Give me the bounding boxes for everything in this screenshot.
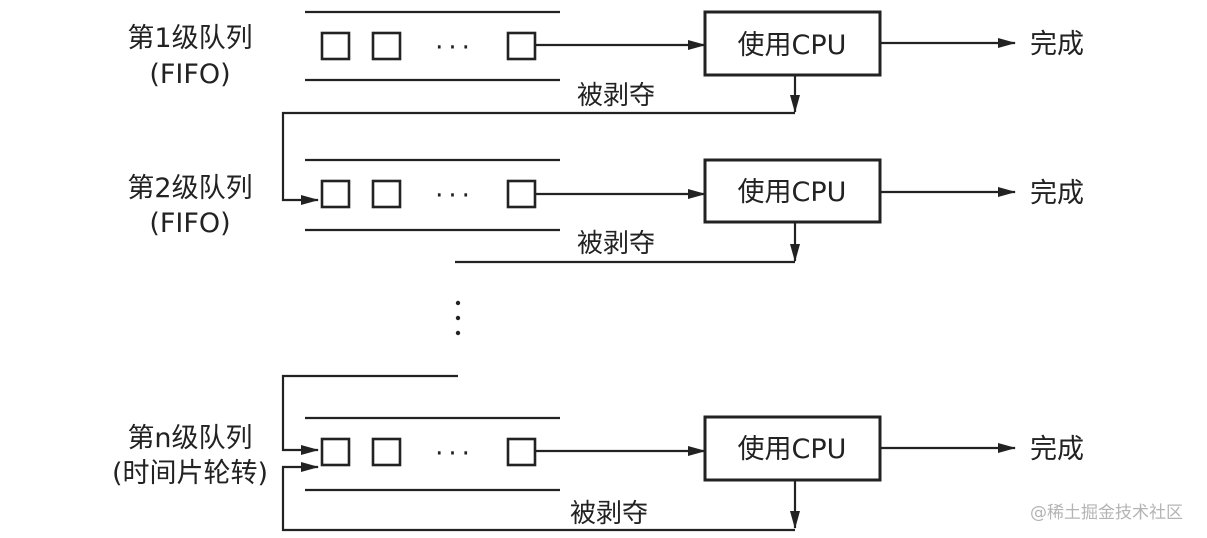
queue-policy: (FIFO) — [149, 208, 230, 239]
vertical-ellipsis — [455, 300, 461, 336]
feedback-into-level-n — [281, 374, 458, 455]
cpu-box — [703, 158, 882, 224]
queue-name: 第2级队列 — [127, 173, 252, 204]
queue-level-1: 第1级队列 (FIFO) ··· 使用CPU 完成 被剥夺 — [127, 10, 1084, 205]
cpu-box — [703, 10, 882, 77]
round-robin-return — [281, 462, 795, 532]
process-slot — [506, 31, 537, 61]
queue-level-2: 第2级队列 (FIFO) ··· 使用CPU 完成 被剥夺 — [127, 158, 1084, 264]
process-slot — [371, 31, 402, 61]
queue-level-n: 第n级队列 (时间片轮转) ··· 使用CPU 完成 被剥夺 — [112, 374, 1084, 532]
queue-ellipsis: ··· — [435, 439, 475, 469]
done-label: 完成 — [1030, 434, 1084, 465]
process-slot — [320, 179, 351, 209]
preempted-label: 被剥夺 — [570, 499, 648, 529]
dot — [455, 315, 461, 321]
process-slot — [506, 437, 537, 467]
dot — [455, 300, 461, 306]
done-label: 完成 — [1030, 29, 1084, 60]
process-slot — [371, 437, 402, 467]
done-label: 完成 — [1030, 178, 1084, 209]
queue-name: 第n级队列 — [127, 423, 252, 454]
cpu-label: 使用CPU — [738, 30, 847, 61]
preempted-label: 被剥夺 — [577, 229, 655, 259]
dot — [455, 330, 461, 336]
feedback-to-level-2 — [281, 111, 795, 205]
process-slot — [320, 437, 351, 467]
cpu-label: 使用CPU — [738, 434, 847, 465]
cpu-label: 使用CPU — [738, 177, 847, 208]
watermark: @稀土掘金技术社区 — [1030, 503, 1183, 523]
queue-ellipsis: ··· — [435, 33, 475, 63]
preempted-label: 被剥夺 — [577, 81, 655, 111]
queue-policy: (时间片轮转) — [112, 458, 268, 489]
queue-policy: (FIFO) — [149, 59, 230, 90]
queue-ellipsis: ··· — [435, 181, 475, 211]
process-slot — [320, 31, 351, 61]
queue-name: 第1级队列 — [127, 23, 252, 54]
cpu-box — [703, 415, 882, 482]
process-slot — [371, 179, 402, 209]
process-slot — [506, 179, 537, 209]
